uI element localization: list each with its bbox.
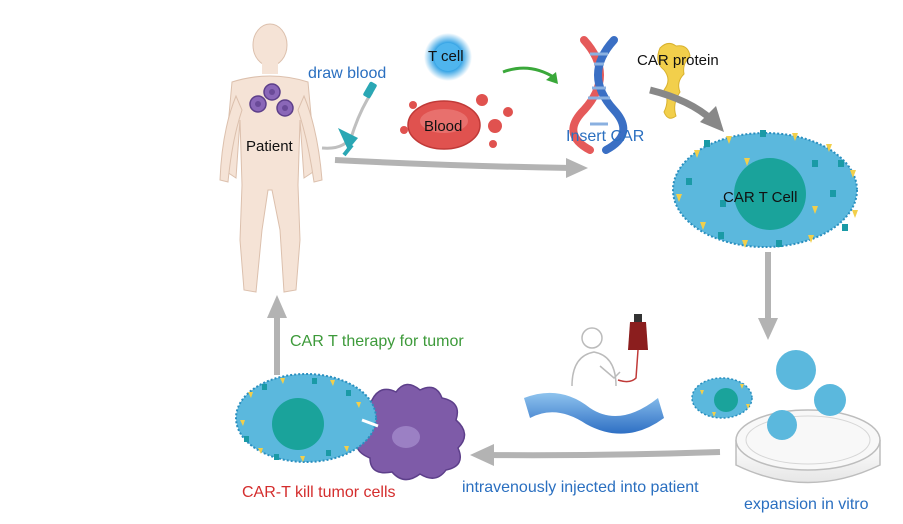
petri-dish-icon <box>735 409 881 484</box>
car-protein-label: CAR protein <box>637 52 719 69</box>
arrow-injection <box>470 444 721 466</box>
tumor-cell-icon <box>353 383 466 481</box>
syringe-icon <box>321 81 377 157</box>
car-t-cell-large <box>672 130 858 248</box>
arrow-cell-to-expansion <box>758 252 778 340</box>
arrow-patient-to-car <box>334 157 588 178</box>
blood-vessel-icon <box>524 392 664 434</box>
person-outline-icon <box>571 327 621 387</box>
car-protein-icon <box>657 42 691 119</box>
expanded-cells <box>767 350 846 440</box>
receptors-teal <box>686 130 848 247</box>
patient-body-icon <box>219 23 323 293</box>
t-cell-label: T cell <box>428 48 464 65</box>
arrow-dna-to-cell <box>649 86 724 132</box>
receptors <box>676 133 858 248</box>
car-t-cell-attacking <box>235 373 379 463</box>
green-arrow <box>502 66 558 84</box>
car-t-cell-label: CAR T Cell <box>723 189 798 206</box>
therapy-label: CAR T therapy for tumor <box>290 333 464 350</box>
expansion-label: expansion in vitro <box>744 496 869 513</box>
blood-label: Blood <box>424 118 463 135</box>
kill-label: CAR-T kill tumor cells <box>242 484 396 501</box>
car-t-cell-small <box>691 377 753 419</box>
draw-blood-label: draw blood <box>308 65 387 82</box>
dna-helix-icon <box>569 36 628 154</box>
blood-cell-icon <box>400 94 513 150</box>
tumor-cluster-icon <box>249 83 294 117</box>
t-cell-icon <box>424 33 472 81</box>
patient-label: Patient <box>246 138 293 155</box>
insert-car-label: Insert CAR <box>566 128 645 145</box>
arrow-therapy-up <box>267 295 287 375</box>
injected-label: intravenously injected into patient <box>462 479 699 496</box>
iv-bag-icon <box>617 314 648 383</box>
